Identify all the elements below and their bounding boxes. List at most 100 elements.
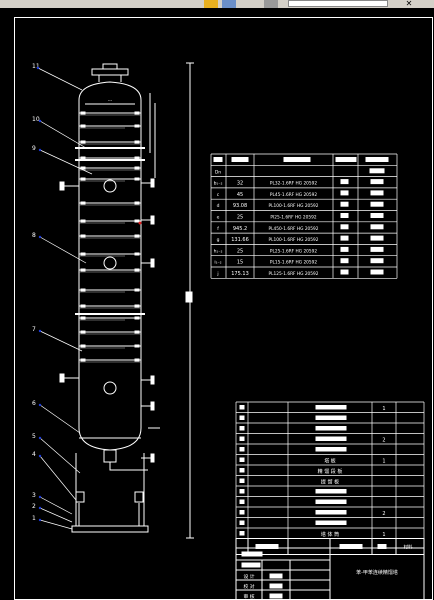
nozzle-row-purpose-5 xyxy=(370,224,384,230)
parts-row-name-8: 提 馏 板 xyxy=(321,479,339,486)
tray-clip-right-14 xyxy=(134,316,140,320)
parts-row-qty-13: 1 xyxy=(382,532,385,538)
sample-nozzle-right-4-flange xyxy=(150,401,155,411)
nozzle-row-block-9 xyxy=(340,269,349,275)
parts-row-name-block-12 xyxy=(315,520,347,525)
base-ring xyxy=(71,525,149,533)
parts-row-name-6: 塔 板 xyxy=(324,458,336,465)
nozzle-header-cell-5 xyxy=(365,157,389,162)
nozzle-row-std-4: PI25-1.6RF HG 20592 xyxy=(270,215,316,221)
reflux-nozzle-left-flange xyxy=(59,373,65,383)
distillation-column: --- xyxy=(59,62,194,539)
nozzle-row-std-8: PL15-1.6RF HG 20592 xyxy=(270,260,318,266)
title-block-signature-2 xyxy=(269,583,283,589)
tray-clip-right-6 xyxy=(134,177,140,181)
nozzle-row-id-7: h₁₋₂ xyxy=(214,248,223,254)
cube-icon[interactable] xyxy=(222,0,236,8)
tray-clip-right-7 xyxy=(134,201,140,205)
tray-clip-left-2 xyxy=(80,124,86,128)
callout-dot-3 xyxy=(38,495,42,499)
top-head xyxy=(78,81,142,101)
skirt-access-left xyxy=(75,491,85,503)
close-icon[interactable]: ✕ xyxy=(405,0,413,8)
nozzle-row-std-1: PL32-1.6RF HG 20592 xyxy=(270,181,318,187)
callout-label-8: 8 xyxy=(32,232,36,239)
nozzle-header-cell-2 xyxy=(231,157,249,162)
parts-footer-note: 材料 xyxy=(404,544,413,551)
tray-clip-right-1 xyxy=(134,111,140,115)
parts-row-index-4 xyxy=(239,436,245,441)
tray-clip-right-16 xyxy=(134,344,140,348)
sample-nozzle-right-2-flange xyxy=(150,258,155,268)
tray-clip-left-11 xyxy=(80,268,86,272)
nozzle-row-dn-3: 93.08 xyxy=(233,203,247,209)
skirt-access-right xyxy=(134,491,144,503)
tray-clip-right-17 xyxy=(134,358,140,362)
parts-row-name-block-3 xyxy=(315,426,347,431)
parts-row-name-block-9 xyxy=(315,489,347,494)
nozzle-row-id-8: i₁₋₂ xyxy=(214,260,221,266)
top-nozzle-flange xyxy=(91,68,129,76)
parts-row-index-8 xyxy=(239,478,245,483)
tray-clip-left-16 xyxy=(80,344,86,348)
tray-clip-left-4 xyxy=(80,156,86,160)
callout-label-1: 1 xyxy=(32,515,36,522)
bottom-outlet-right-flange xyxy=(150,453,155,463)
nozzle-row-purpose-3 xyxy=(370,201,384,207)
tray-clip-right-5 xyxy=(134,166,140,170)
nozzle-row-dn-2: 45 xyxy=(237,192,243,198)
bottom-outlet-pipe xyxy=(103,449,117,463)
callout-dot-4 xyxy=(38,454,42,458)
tray-clip-left-5 xyxy=(80,166,86,170)
parts-row-name-7: 精 馏 段 板 xyxy=(318,468,343,475)
callout-dot-7 xyxy=(38,329,42,333)
nozzle-row-purpose-6 xyxy=(370,235,384,241)
nozzle-row-block-6 xyxy=(340,235,349,241)
callout-leader-6 xyxy=(39,404,81,434)
callout-dot-11 xyxy=(36,66,40,70)
tray-clip-left-12 xyxy=(80,288,86,292)
parts-row-index-11 xyxy=(239,510,245,515)
nozzle-row-purpose-4 xyxy=(370,213,384,218)
command-input[interactable] xyxy=(288,0,388,7)
callout-dot-5 xyxy=(38,436,42,440)
tray-clip-left-8 xyxy=(80,219,86,223)
nozzle-row-std-9: PL125-1.6RF HG 20592 xyxy=(269,271,319,277)
nozzle-row-std-5: PL450-1.6RF HG 20592 xyxy=(269,226,319,232)
parts-row-index-6 xyxy=(239,457,245,462)
nozzle-header-cell-3 xyxy=(283,157,311,162)
parts-row-name-block-10 xyxy=(315,499,347,504)
title-block: 设 计校 对审 核苯-甲苯连续精馏塔 xyxy=(235,547,425,600)
parts-row-index-2 xyxy=(239,415,245,420)
nozzle-row-block-1 xyxy=(340,179,349,185)
callout-leader-11 xyxy=(37,67,83,91)
callout-label-2: 2 xyxy=(32,503,36,510)
parts-row-index-5 xyxy=(239,447,245,452)
nozzle-header-cell-1 xyxy=(213,157,223,162)
nozzle-row-dn-6: 131.66 xyxy=(231,237,249,243)
callout-dot-10 xyxy=(38,119,42,123)
tray-clip-left-13 xyxy=(80,304,86,308)
nozzle-subheader-block xyxy=(369,168,385,174)
layer-icon[interactable] xyxy=(264,0,278,8)
nozzle-row-purpose-2 xyxy=(370,190,384,196)
height-dim-text-block xyxy=(185,291,193,303)
title-block-signature-1 xyxy=(269,573,283,579)
nozzle-row-std-7: PL25-1.6RF HG 20592 xyxy=(270,248,318,254)
callout-leader-8 xyxy=(39,236,87,264)
nozzle-row-std-3: PL100-1.6RF HG 20592 xyxy=(269,203,319,209)
callout-leader-1 xyxy=(39,519,73,530)
callout-label-11: 11 xyxy=(32,63,40,70)
nozzle-row-purpose-1 xyxy=(370,179,384,185)
nozzle-subheader-dn: Dn xyxy=(215,169,221,175)
top-dim-label: --- xyxy=(108,98,113,103)
tray-clip-right-3 xyxy=(134,140,140,144)
title-block-row-block xyxy=(241,562,261,568)
folder-icon[interactable] xyxy=(204,0,218,8)
parts-row-index-1 xyxy=(239,405,245,410)
nozzle-row-block-5 xyxy=(340,224,349,230)
parts-row-name-block-11 xyxy=(315,510,347,515)
tray-clip-right-13 xyxy=(134,304,140,308)
